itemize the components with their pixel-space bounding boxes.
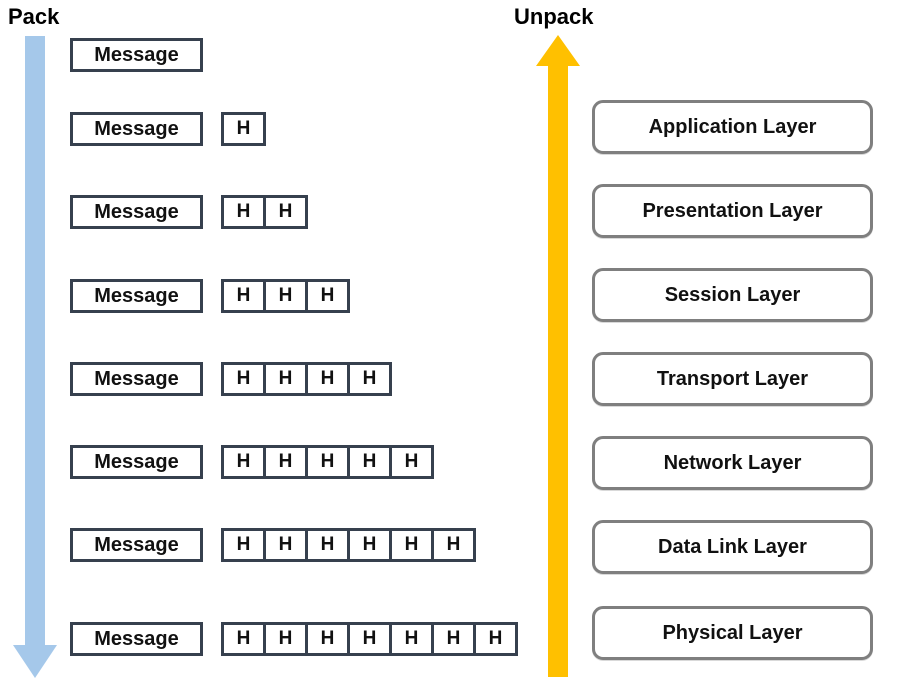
header-cell: H — [263, 279, 308, 313]
packet-row-4: Message H H H — [70, 279, 350, 313]
packet-row-1: Message — [70, 38, 203, 72]
packet-row-6: Message H H H H H — [70, 445, 434, 479]
header-cell: H — [221, 528, 266, 562]
header-group: H H H H H — [221, 445, 434, 479]
header-cell: H — [263, 528, 308, 562]
message-box: Message — [70, 38, 203, 72]
header-cell: H — [305, 445, 350, 479]
packet-row-8: Message H H H H H H H — [70, 622, 518, 656]
message-box: Message — [70, 622, 203, 656]
message-box: Message — [70, 195, 203, 229]
header-cell: H — [389, 622, 434, 656]
layer-box-session: Session Layer — [592, 268, 873, 322]
header-cell: H — [431, 622, 476, 656]
unpack-up-arrow-body — [548, 64, 568, 677]
header-group: H H H — [221, 279, 350, 313]
header-cell: H — [347, 445, 392, 479]
packet-row-5: Message H H H H — [70, 362, 392, 396]
header-cell: H — [221, 195, 266, 229]
header-cell: H — [305, 528, 350, 562]
header-cell: H — [473, 622, 518, 656]
packet-row-3: Message H H — [70, 195, 308, 229]
packet-row-2: Message H — [70, 112, 266, 146]
header-cell: H — [221, 279, 266, 313]
header-cell: H — [263, 362, 308, 396]
header-group: H H H H — [221, 362, 392, 396]
header-cell: H — [389, 445, 434, 479]
header-cell: H — [347, 528, 392, 562]
layer-box-datalink: Data Link Layer — [592, 520, 873, 574]
layer-box-transport: Transport Layer — [592, 352, 873, 406]
pack-down-arrow-head-icon — [13, 645, 57, 678]
pack-down-arrow-body — [25, 36, 45, 646]
message-box: Message — [70, 528, 203, 562]
header-group: H H H H H H H — [221, 622, 518, 656]
header-cell: H — [305, 362, 350, 396]
header-cell: H — [263, 445, 308, 479]
header-group: H H — [221, 195, 308, 229]
message-box: Message — [70, 362, 203, 396]
header-cell: H — [221, 112, 266, 146]
header-cell: H — [389, 528, 434, 562]
layer-box-presentation: Presentation Layer — [592, 184, 873, 238]
message-box: Message — [70, 445, 203, 479]
layer-box-application: Application Layer — [592, 100, 873, 154]
header-cell: H — [221, 622, 266, 656]
message-box: Message — [70, 279, 203, 313]
header-group: H — [221, 112, 266, 146]
layer-box-physical: Physical Layer — [592, 606, 873, 660]
header-cell: H — [347, 622, 392, 656]
unpack-label: Unpack — [514, 4, 594, 29]
header-cell: H — [221, 362, 266, 396]
header-cell: H — [305, 279, 350, 313]
header-cell: H — [431, 528, 476, 562]
layer-box-network: Network Layer — [592, 436, 873, 490]
packet-row-7: Message H H H H H H — [70, 528, 476, 562]
unpack-up-arrow-head-icon — [536, 35, 580, 66]
header-cell: H — [347, 362, 392, 396]
header-cell: H — [263, 195, 308, 229]
header-group: H H H H H H — [221, 528, 476, 562]
header-cell: H — [305, 622, 350, 656]
message-box: Message — [70, 112, 203, 146]
pack-label: Pack — [8, 4, 60, 29]
header-cell: H — [221, 445, 266, 479]
header-cell: H — [263, 622, 308, 656]
